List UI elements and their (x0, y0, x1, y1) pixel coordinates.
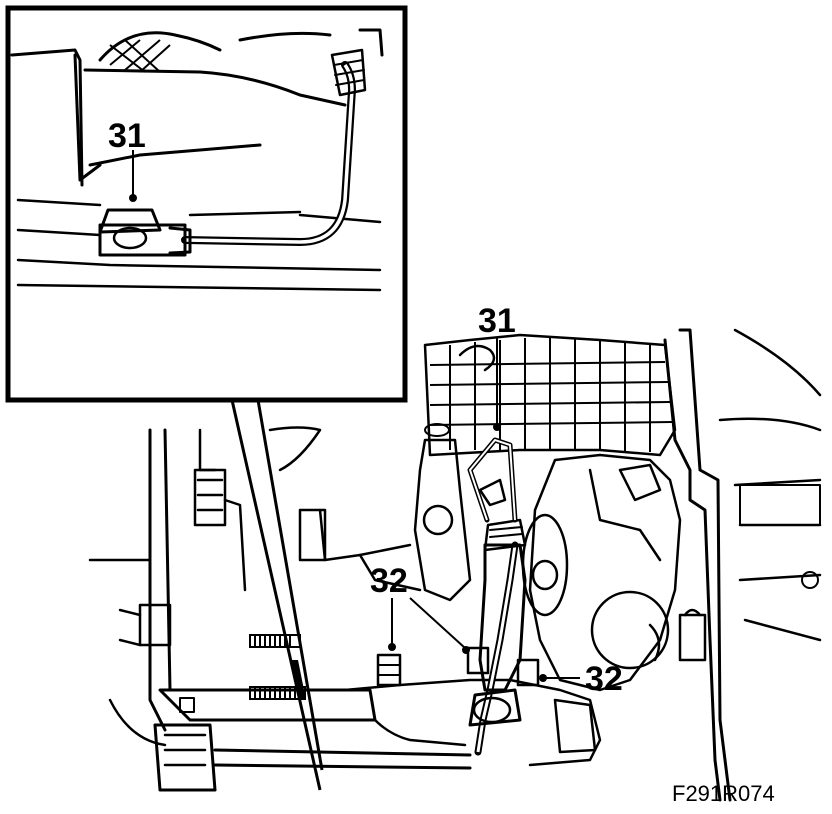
shift-cable (467, 437, 527, 756)
callout-31-inset: 31 (108, 117, 146, 155)
transmission-housing (423, 333, 677, 457)
inset-clamp-nut (98, 208, 192, 257)
left-frame (88, 426, 322, 747)
callout-32-right: 32 (585, 660, 623, 698)
strut-assembly (663, 328, 822, 802)
detail-inset (5, 5, 408, 403)
figure-id-label: F291R074 (672, 781, 775, 806)
selector-housing (298, 423, 472, 602)
clamp-nuts (376, 646, 540, 687)
main-illustration (88, 328, 822, 802)
main-leader-lines (388, 338, 580, 682)
callout-32-left: 32 (370, 562, 408, 600)
inset-pointer (230, 399, 324, 791)
inset-cable (181, 48, 367, 246)
callout-31-main: 31 (478, 302, 516, 340)
flange-assembly (521, 453, 682, 692)
subframe (153, 678, 602, 792)
